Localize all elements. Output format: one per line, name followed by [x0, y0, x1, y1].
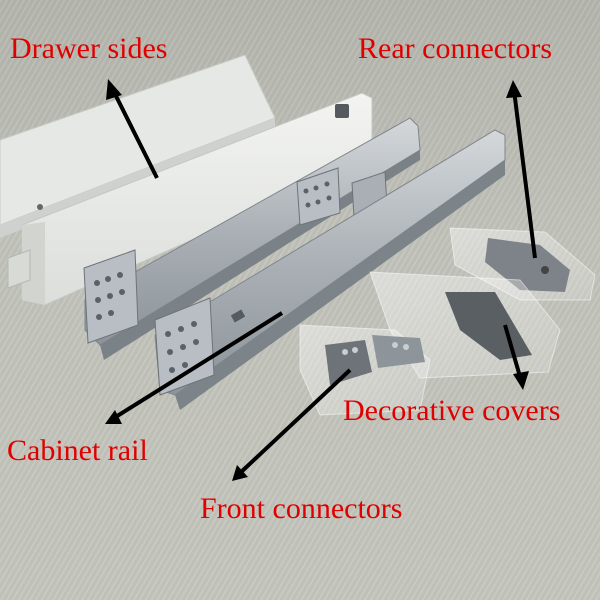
- drawer-side-panels: [0, 54, 373, 306]
- rear-connectors-bag: [449, 227, 596, 301]
- rail-right: [154, 129, 506, 410]
- rail-left: [83, 117, 421, 360]
- label-drawer-sides: Drawer sides: [10, 32, 168, 65]
- label-rear-connectors: Rear connectors: [358, 32, 553, 65]
- label-front-connectors: Front connectors: [200, 492, 403, 525]
- arrow-cabinet-rail: [105, 311, 284, 424]
- label-decorative-covers: Decorative covers: [343, 394, 561, 427]
- arrow-front-connectors: [232, 368, 352, 481]
- front-connectors-bag: [299, 324, 431, 416]
- arrow-rear-connectors: [506, 80, 537, 259]
- arrow-drawer-sides: [106, 79, 159, 179]
- label-cabinet-rail: Cabinet rail: [7, 434, 148, 467]
- annotation-arrows: [105, 79, 537, 481]
- arrow-decorative-covers: [503, 324, 529, 390]
